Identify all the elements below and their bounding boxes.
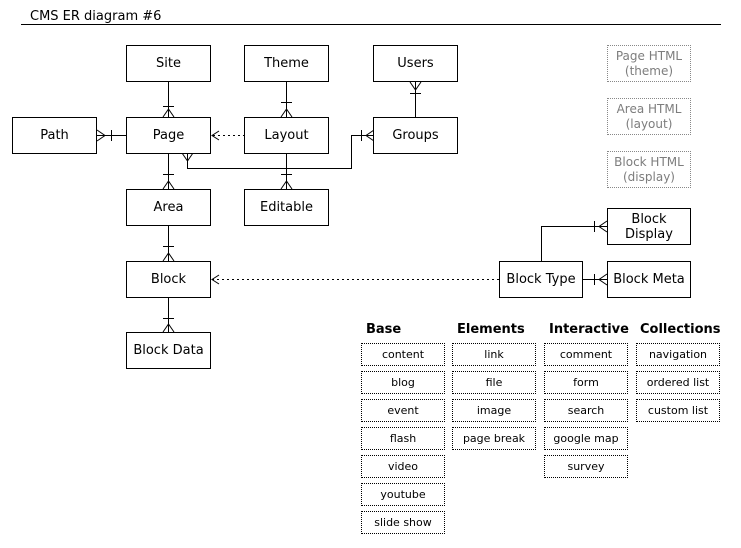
- block-type-slide-show[interactable]: slide show: [361, 511, 445, 534]
- rel-blocktype-blockdisplay-many-mark: [598, 220, 608, 233]
- entity-site[interactable]: Site: [126, 45, 211, 82]
- rel-page-area-many-mark: [162, 180, 175, 190]
- column-heading-collections: Collections: [640, 322, 721, 337]
- column-heading-interactive: Interactive: [549, 322, 629, 337]
- block-type-comment[interactable]: comment: [544, 343, 628, 366]
- rel-path-page-many-mark: [96, 129, 106, 142]
- entity-theme[interactable]: Theme: [244, 45, 329, 82]
- block-type-flash[interactable]: flash: [361, 427, 445, 450]
- entity-block-display[interactable]: Block Display: [607, 208, 691, 245]
- rel-users-groups-many-mark: [409, 81, 422, 91]
- rel-blocktype-blockdisplay: [541, 226, 607, 261]
- note-area-html: Area HTML (layout): [607, 98, 691, 135]
- entity-page[interactable]: Page: [126, 117, 211, 154]
- block-type-navigation[interactable]: navigation: [636, 343, 720, 366]
- entity-block[interactable]: Block: [126, 261, 211, 298]
- diagram-title: CMS ER diagram #6: [30, 9, 162, 24]
- assoc-blocktype-block-arrow: [211, 274, 220, 285]
- rel-block-blockdata-many-mark: [162, 323, 175, 333]
- block-type-google-map[interactable]: google map: [544, 427, 628, 450]
- block-type-event[interactable]: event: [361, 399, 445, 422]
- block-type-link[interactable]: link: [452, 343, 536, 366]
- block-type-custom-list[interactable]: custom list: [636, 399, 720, 422]
- block-type-page-break[interactable]: page break: [452, 427, 536, 450]
- rel-blocktype-blockmeta-many-mark: [598, 273, 608, 286]
- entity-users[interactable]: Users: [373, 45, 458, 82]
- block-type-ordered-list[interactable]: ordered list: [636, 371, 720, 394]
- assoc-layout-page-arrow: [211, 130, 220, 141]
- block-type-form[interactable]: form: [544, 371, 628, 394]
- entity-block-data[interactable]: Block Data: [126, 332, 211, 369]
- entity-editable[interactable]: Editable: [244, 189, 329, 226]
- block-type-file[interactable]: file: [452, 371, 536, 394]
- rel-layout-editable-many-mark: [280, 180, 293, 190]
- entity-block-meta[interactable]: Block Meta: [607, 261, 691, 298]
- entity-path[interactable]: Path: [12, 117, 97, 154]
- note-page-html: Page HTML (theme): [607, 45, 691, 82]
- rel-site-page-many-mark: [162, 108, 175, 118]
- rel-page-groups-many-mark: [181, 152, 194, 162]
- column-heading-base: Base: [366, 322, 402, 337]
- note-block-html: Block HTML (display): [607, 151, 691, 188]
- entity-groups[interactable]: Groups: [373, 117, 458, 154]
- rel-area-block-many-mark: [162, 252, 175, 262]
- block-type-search[interactable]: search: [544, 399, 628, 422]
- block-type-video[interactable]: video: [361, 455, 445, 478]
- rel-theme-layout-many-mark: [280, 108, 293, 118]
- block-type-survey[interactable]: survey: [544, 455, 628, 478]
- entity-layout[interactable]: Layout: [244, 117, 329, 154]
- entity-block-type[interactable]: Block Type: [499, 261, 583, 298]
- entity-area[interactable]: Area: [126, 189, 211, 226]
- block-type-blog[interactable]: blog: [361, 371, 445, 394]
- column-heading-elements: Elements: [457, 322, 525, 337]
- title-divider: [21, 24, 721, 25]
- block-type-youtube[interactable]: youtube: [361, 483, 445, 506]
- block-type-image[interactable]: image: [452, 399, 536, 422]
- rel-groups-page: [187, 135, 374, 169]
- block-type-content[interactable]: content: [361, 343, 445, 366]
- rel-groups-page-many-mark: [365, 129, 375, 142]
